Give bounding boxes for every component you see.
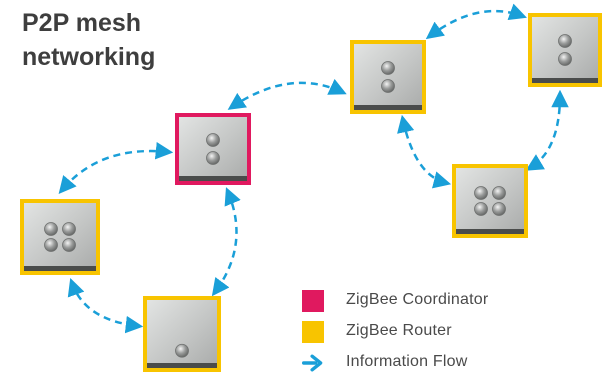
switch-button bbox=[492, 186, 506, 200]
switch-button bbox=[175, 343, 189, 358]
switch-panel bbox=[147, 300, 217, 368]
legend-label-router: ZigBee Router bbox=[346, 322, 452, 339]
switch-button bbox=[206, 133, 220, 147]
arrow-right-icon bbox=[302, 354, 323, 372]
switch-button bbox=[474, 186, 488, 200]
router-swatch bbox=[302, 321, 324, 343]
switch-button bbox=[44, 222, 58, 236]
panel-base bbox=[24, 266, 96, 271]
switch-panel bbox=[456, 168, 524, 234]
panel-base bbox=[179, 176, 247, 181]
switch-button bbox=[381, 61, 395, 75]
panel-base bbox=[147, 363, 217, 368]
zigbee-router-device bbox=[143, 296, 221, 372]
panel-base bbox=[456, 229, 524, 234]
switch-button bbox=[381, 79, 395, 93]
page-title: P2P mesh networking bbox=[22, 6, 155, 74]
legend-label-coordinator: ZigBee Coordinator bbox=[346, 291, 489, 308]
information-flow-link bbox=[397, 114, 452, 189]
zigbee-router-device bbox=[452, 164, 528, 238]
zigbee-router-device bbox=[528, 13, 602, 87]
switch-panel bbox=[24, 203, 96, 271]
information-flow-link bbox=[425, 3, 527, 40]
switch-button bbox=[474, 202, 488, 216]
switch-panel bbox=[179, 117, 247, 181]
information-flow-link bbox=[525, 89, 569, 171]
switch-button bbox=[62, 222, 76, 236]
switch-panel bbox=[354, 44, 422, 110]
information-flow-link bbox=[211, 187, 241, 297]
zigbee-coordinator-device bbox=[175, 113, 251, 185]
switch-panel bbox=[532, 17, 598, 83]
switch-button bbox=[558, 34, 572, 48]
zigbee-router-device bbox=[350, 40, 426, 114]
title-line-1: P2P mesh bbox=[22, 9, 142, 37]
information-flow-link bbox=[58, 142, 174, 195]
switch-button bbox=[62, 238, 76, 252]
switch-button bbox=[206, 151, 220, 165]
panel-base bbox=[532, 78, 598, 83]
title-line-2: networking bbox=[22, 43, 156, 71]
zigbee-router-device bbox=[20, 199, 100, 275]
information-flow-link bbox=[227, 78, 347, 110]
legend-label-flow: Information Flow bbox=[346, 353, 468, 370]
panel-base bbox=[354, 105, 422, 110]
switch-button bbox=[44, 238, 58, 252]
coordinator-swatch bbox=[302, 290, 324, 312]
information-flow-link bbox=[67, 278, 144, 334]
switch-button bbox=[492, 202, 506, 216]
switch-button bbox=[558, 52, 572, 66]
